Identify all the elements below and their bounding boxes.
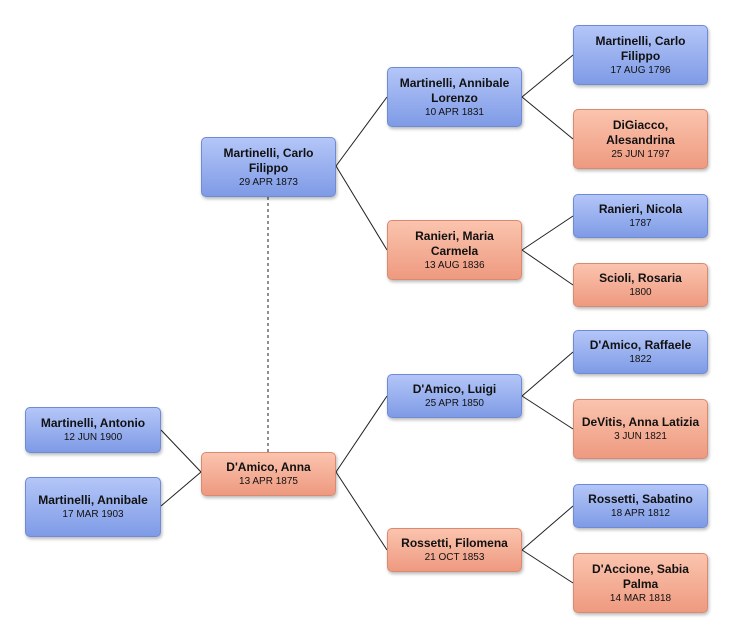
person-name: DiGiacco, Alesandrina [606, 117, 675, 147]
person-date: 10 APR 1831 [425, 106, 484, 118]
person-name: D'Amico, Anna [226, 460, 311, 474]
person-name: Martinelli, Annibale [38, 493, 148, 507]
person-card[interactable]: DeVitis, Anna Latizia 3 JUN 1821 [573, 399, 708, 459]
person-name: Rossetti, Filomena [401, 536, 508, 550]
person-date: 3 JUN 1821 [614, 431, 667, 442]
person-date: 25 JUN 1797 [611, 148, 670, 160]
connector-line [335, 165, 388, 251]
connector-line [335, 471, 388, 551]
person-name: D'Amico, Raffaele [589, 338, 692, 352]
person-name: Martinelli, Carlo Filippo [595, 33, 686, 63]
connector-line [521, 351, 574, 397]
person-card[interactable]: Martinelli, Antonio 12 JUN 1900 [25, 407, 161, 453]
person-card[interactable]: D'Amico, Luigi 25 APR 1850 [387, 374, 522, 418]
person-name: D'Amico, Luigi [412, 382, 497, 396]
person-date: 1800 [629, 287, 652, 298]
person-name: Rossetti, Sabatino [588, 492, 693, 506]
connector-line [335, 96, 388, 167]
person-date: 17 AUG 1796 [610, 64, 671, 76]
person-name: DeVitis, Anna Latizia [581, 415, 700, 429]
person-card[interactable]: D'Amico, Anna 13 APR 1875 [201, 452, 336, 496]
person-card[interactable]: Martinelli, Annibale 17 MAR 1903 [25, 477, 161, 537]
connector-line [521, 96, 574, 140]
connector-line [335, 395, 388, 473]
connector-line [160, 471, 202, 507]
person-name: Martinelli, Annibale Lorenzo [399, 75, 510, 105]
person-date: 21 OCT 1853 [424, 552, 485, 563]
connector-line [521, 549, 574, 584]
connector-line [521, 54, 574, 98]
person-name: Ranieri, Nicola [598, 202, 683, 216]
person-date: 1822 [629, 354, 652, 365]
person-date: 13 AUG 1836 [424, 259, 485, 271]
person-date: 1787 [629, 218, 652, 229]
connector-line [521, 215, 574, 251]
person-card[interactable]: D'Amico, Raffaele 1822 [573, 330, 708, 374]
person-name: Scioli, Rosaria [599, 271, 682, 285]
person-card[interactable]: Ranieri, Nicola 1787 [573, 194, 708, 238]
person-card[interactable]: Rossetti, Filomena 21 OCT 1853 [387, 528, 522, 572]
person-date: 18 APR 1812 [611, 508, 670, 519]
person-name: Martinelli, Carlo Filippo [223, 145, 314, 175]
person-card[interactable]: D'Accione, Sabia Palma 14 MAR 1818 [573, 553, 708, 613]
person-card[interactable]: Scioli, Rosaria 1800 [573, 263, 708, 307]
person-date: 14 MAR 1818 [609, 592, 672, 604]
connector-line [160, 429, 202, 473]
person-date: 25 APR 1850 [425, 398, 484, 409]
person-card[interactable]: Martinelli, Carlo Filippo 29 APR 1873 [201, 137, 336, 197]
connector-line [521, 505, 574, 551]
person-name: Martinelli, Antonio [40, 416, 146, 430]
person-name: D'Accione, Sabia Palma [592, 561, 689, 591]
person-card[interactable]: Martinelli, Carlo Filippo 17 AUG 1796 [573, 25, 708, 85]
person-date: 17 MAR 1903 [62, 509, 124, 520]
person-card[interactable]: Rossetti, Sabatino 18 APR 1812 [573, 484, 708, 528]
person-card[interactable]: Ranieri, Maria Carmela 13 AUG 1836 [387, 220, 522, 280]
person-card[interactable]: DiGiacco, Alesandrina 25 JUN 1797 [573, 109, 708, 169]
person-name: Ranieri, Maria Carmela [415, 228, 494, 258]
person-date: 29 APR 1873 [239, 176, 298, 188]
connector-line [521, 249, 574, 286]
person-date: 13 APR 1875 [239, 476, 298, 487]
person-card[interactable]: Martinelli, Annibale Lorenzo 10 APR 1831 [387, 67, 522, 127]
connector-line [521, 395, 574, 430]
person-date: 12 JUN 1900 [63, 432, 123, 443]
